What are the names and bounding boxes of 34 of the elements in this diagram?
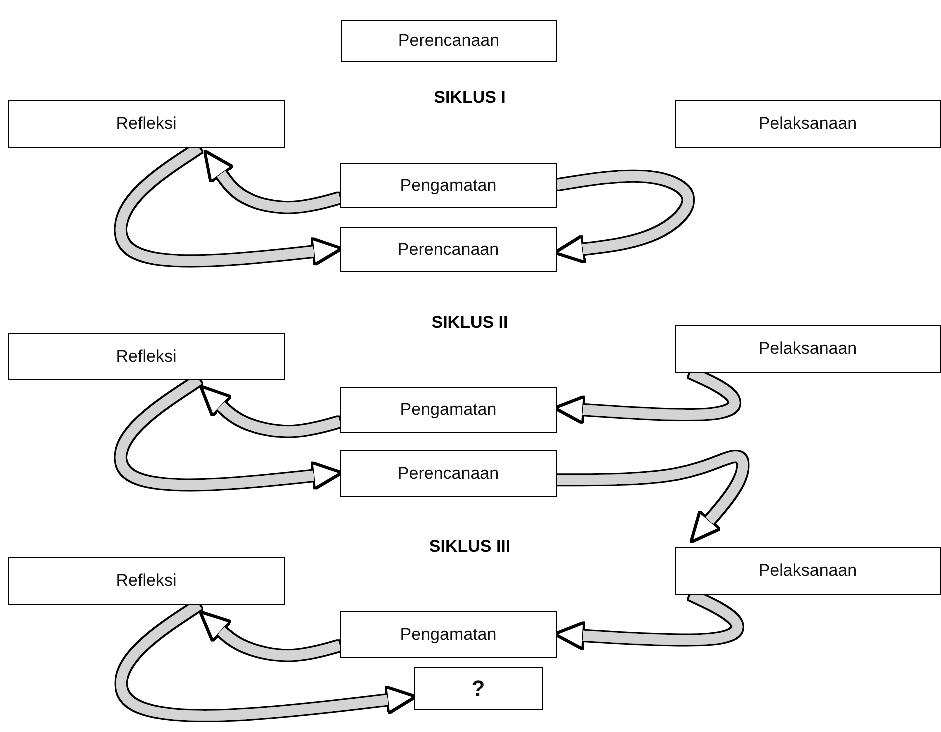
box-label: Perencanaan (398, 464, 500, 484)
process-box (340, 450, 557, 497)
process-box (340, 387, 557, 433)
box-label: Perencanaan (398, 240, 500, 260)
box-label: Refleksi (116, 571, 177, 591)
process-box (340, 163, 557, 208)
box-label: Pengamatan (400, 176, 497, 196)
ribbon-arrow (202, 387, 342, 437)
ribbon-arrow (206, 152, 342, 213)
process-box (8, 557, 285, 605)
cycle-heading: SIKLUS II (432, 313, 508, 333)
box-label: Perencanaan (398, 31, 500, 51)
box-label: Pelaksanaan (758, 339, 858, 359)
cycle-heading: SIKLUS III (429, 537, 511, 557)
process-box (675, 100, 941, 148)
process-box (341, 20, 557, 62)
box-label: ? (472, 676, 486, 702)
ribbon-arrow (201, 612, 342, 661)
process-box (414, 667, 543, 710)
box-label: Pengamatan (400, 624, 497, 644)
process-box (675, 547, 941, 595)
box-label: Refleksi (116, 346, 177, 366)
process-box (340, 611, 557, 658)
box-label: Pelaksanaan (758, 114, 858, 134)
box-label: Pengamatan (400, 400, 497, 420)
process-box (8, 333, 285, 380)
box-label: Refleksi (116, 114, 177, 134)
ribbon-arrow (557, 452, 748, 542)
ribbon-arrow (556, 171, 694, 262)
process-box (675, 325, 941, 373)
box-label: Pelaksanaan (758, 561, 858, 581)
cycle-heading: SIKLUS I (434, 88, 506, 108)
process-box (8, 100, 285, 148)
process-box (340, 227, 557, 272)
